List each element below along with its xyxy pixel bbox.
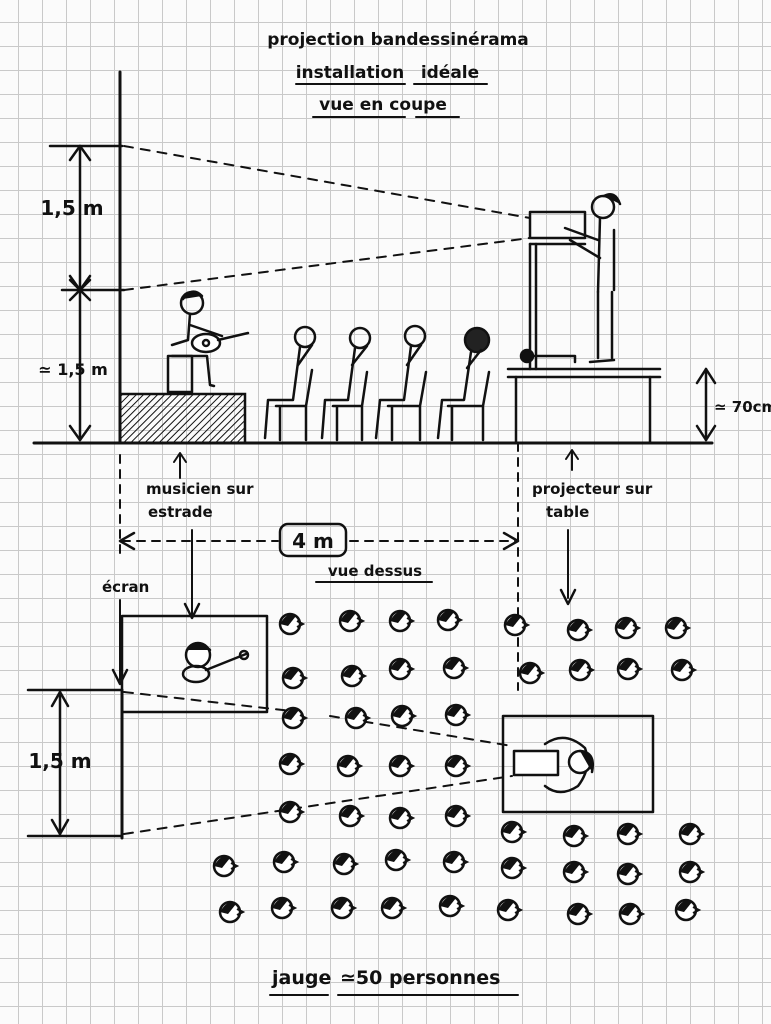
dim-table-arrow-up: [695, 367, 717, 385]
title-line-3: vue en coupe: [319, 95, 447, 115]
audience-head: [566, 618, 594, 642]
screen-label: écran: [102, 578, 149, 596]
dim-table-label: ≃ 70cm: [714, 398, 771, 416]
audience-head: [340, 664, 368, 688]
audience-head: [388, 657, 416, 681]
screen-dim-label: 1,5 m: [28, 749, 91, 773]
audience-head: [568, 658, 596, 682]
dist-label: 4 m: [292, 529, 334, 553]
footer-value: ≃50 personnes: [340, 967, 500, 989]
dist-arrow-right: [502, 531, 520, 551]
dist-label-box: [278, 522, 348, 558]
audience-head: [281, 666, 309, 690]
audience-head: [278, 800, 306, 824]
audience-head: [518, 661, 546, 685]
beam-top-upper: [123, 691, 301, 713]
audience-head: [496, 898, 524, 922]
projector-label-2: table: [546, 503, 589, 521]
dim-upper-label: 1,5 m: [40, 196, 103, 220]
audience-side: [263, 324, 491, 442]
audience-head: [678, 860, 706, 884]
projector-table: [506, 367, 662, 445]
audience-head: [436, 608, 464, 632]
audience-head: [616, 862, 644, 886]
audience-head: [618, 902, 646, 926]
musician-figure: [166, 290, 250, 394]
audience-head: [503, 613, 531, 637]
audience-head: [674, 898, 702, 922]
audience-head: [614, 616, 642, 640]
top-view-title: vue dessus: [328, 562, 422, 580]
stage-top: [120, 614, 269, 714]
audience-head: [336, 754, 364, 778]
stage-platform: [118, 392, 247, 445]
projector: [519, 210, 587, 371]
audience-head: [338, 804, 366, 828]
audience-head: [444, 804, 472, 828]
audience-head: [281, 706, 309, 730]
dist-arrow-left: [118, 531, 136, 551]
audience-head: [212, 854, 240, 878]
beam-top-upper-2: [329, 715, 513, 747]
spectator-3: [374, 324, 428, 442]
audience-head: [384, 848, 412, 872]
title-line-2b: idéale: [421, 63, 479, 83]
audience-head: [278, 612, 306, 636]
audience-head: [616, 657, 644, 681]
spectator-4: [436, 326, 491, 442]
title-line-2a: installation: [296, 63, 405, 83]
spectator-1: [263, 325, 317, 442]
footer-prefix: jauge: [271, 967, 331, 989]
audience-head: [388, 754, 416, 778]
audience-head: [438, 894, 466, 918]
audience-head: [390, 704, 418, 728]
projector-top: [512, 736, 594, 794]
musician-label-1: musicien sur: [146, 480, 254, 498]
projectionist-figure: [563, 193, 622, 364]
audience-head: [388, 609, 416, 633]
musician-label-2: estrade: [148, 503, 213, 521]
audience-head: [218, 900, 246, 924]
audience-head: [272, 850, 300, 874]
audience-top: [212, 608, 706, 926]
audience-head: [562, 860, 590, 884]
projector-label-1: projecteur sur: [532, 480, 653, 498]
audience-head: [344, 706, 372, 730]
beam-top-lower: [123, 775, 513, 835]
audience-head: [380, 896, 408, 920]
audience-head: [500, 856, 528, 880]
audience-head: [670, 658, 698, 682]
dim-arrow-up: [68, 144, 92, 162]
audience-head: [278, 752, 306, 776]
section-view: 1,5 m ≃ 1,5 m: [32, 70, 771, 445]
audience-head: [500, 820, 528, 844]
musician-top: [181, 641, 250, 684]
audience-head: [566, 902, 594, 926]
audience-head: [444, 703, 472, 727]
dim-table-arrow-down: [695, 424, 717, 442]
audience-head: [338, 609, 366, 633]
audience-head: [664, 616, 692, 640]
projection-beam-bottom: [123, 237, 531, 291]
spectator-2: [320, 326, 372, 442]
title-line-1: projection bandessinérama: [267, 30, 529, 50]
audience-head: [388, 806, 416, 830]
audience-head: [330, 896, 358, 920]
audience-head: [332, 852, 360, 876]
dim-lower-arrow: [68, 424, 92, 442]
projection-beam-top: [123, 145, 531, 219]
audience-head: [444, 754, 472, 778]
audience-head: [442, 850, 470, 874]
audience-head: [616, 822, 644, 846]
audience-head: [678, 822, 706, 846]
projector-table-top: [501, 714, 655, 814]
audience-head: [270, 896, 298, 920]
dim-lower-label: ≃ 1,5 m: [38, 360, 108, 379]
audience-head: [442, 656, 470, 680]
audience-head: [562, 824, 590, 848]
